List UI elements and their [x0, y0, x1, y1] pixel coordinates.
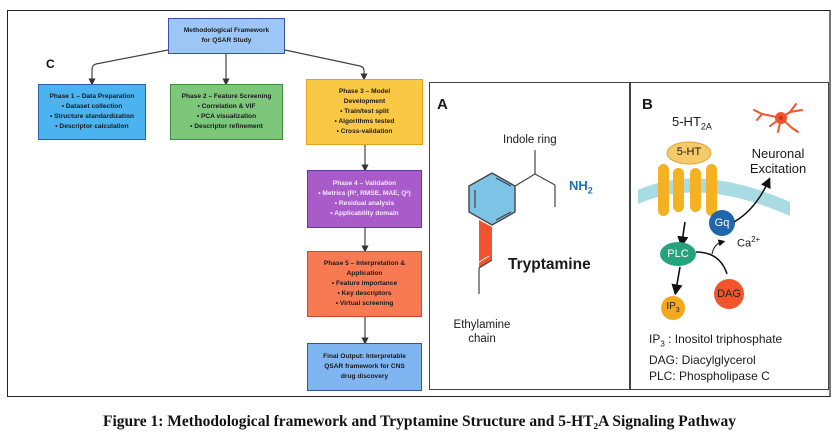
figure-frame — [7, 10, 831, 397]
ip3-subscript: 3 — [675, 307, 680, 314]
output-label-line: Excitation — [749, 161, 807, 176]
legend-text: : Inositol triphosphate — [664, 332, 783, 346]
indole-ring-icon — [468, 172, 516, 226]
legend-key-sub: 3 — [660, 339, 665, 349]
receptor-helix — [673, 168, 684, 212]
amine-subscript: 2 — [587, 185, 593, 196]
final-output-line: drug discovery — [340, 373, 389, 380]
framework-title-box: Methodological Framework for QSAR Study — [168, 18, 285, 54]
phase-2-item: • PCA visualization — [196, 113, 257, 120]
ip3-icon — [661, 296, 685, 320]
phase-5-item: • Key descriptors — [337, 290, 392, 297]
receptor-text: 5-HT — [672, 114, 701, 129]
legend-item-plc: PLC: Phospholipase C — [649, 368, 782, 384]
phase-4-box: Phase 4 – Validation • Metrics (R², RMSE… — [307, 170, 422, 228]
framework-title-line: for QSAR Study — [201, 37, 252, 44]
receptor-helix — [658, 164, 669, 216]
phase-2-box: Phase 2 – Feature Screening • Correlatio… — [170, 84, 283, 140]
phase-2-title: Phase 2 – Feature Screening — [181, 93, 272, 100]
phase-3-title: Phase 3 – Model — [338, 88, 391, 95]
ip3-text: IP — [666, 301, 676, 312]
phase-5-title: Phase 5 – Interpretation & — [323, 260, 406, 267]
dag-label: DAG — [717, 288, 741, 300]
tryptamine-structure — [468, 150, 556, 294]
panel-c-label: C — [46, 57, 55, 71]
phase-5-title: Application — [346, 270, 383, 277]
plc-label: PLC — [667, 248, 689, 260]
amine-text: NH — [569, 178, 588, 193]
phase-3-box: Phase 3 – Model Development • Train/test… — [306, 79, 423, 145]
phase-3-item: • Train/test split — [340, 108, 389, 115]
arrow-receptor-to-plc — [677, 221, 689, 248]
gq-label: Gq — [714, 217, 730, 229]
neuronal-excitation-label: Neuronal Excitation — [745, 146, 811, 176]
signaling-pathway-diagram — [638, 103, 803, 320]
legend-text: : Phospholipase C — [672, 369, 770, 384]
final-output-line: Final Output: Interpretable — [323, 353, 406, 360]
calcium-label: Ca2+ — [737, 235, 760, 250]
abbreviation-legend: IP3 : Inositol triphosphate DAG: Diacylg… — [649, 331, 782, 384]
arrow-gq-to-excitation — [733, 177, 771, 223]
figure-caption: Figure 1: Methodological framework and T… — [103, 413, 736, 430]
compound-name: Tryptamine — [508, 256, 591, 273]
framework-title-line: Methodological Framework — [183, 27, 270, 34]
phase-5-item: • Virtual screening — [335, 300, 394, 307]
arrow-plc-to-ip3 — [671, 266, 683, 296]
receptor-label: 5-HT2A — [672, 114, 712, 132]
legend-item-dag: DAG: Diacylglycerol — [649, 352, 782, 368]
chain-label-line: chain — [468, 333, 496, 345]
phase-4-item: • Metrics (R², RMSE, MAE, Q²) — [318, 190, 411, 197]
legend-item-ip3: IP3 : Inositol triphosphate — [649, 331, 782, 352]
phase-5-item: • Feature importance — [331, 280, 398, 287]
indole-ring-label: Indole ring — [503, 134, 557, 146]
legend-key: IP — [649, 332, 661, 346]
gq-protein-icon — [709, 210, 735, 236]
chain-label-line: Ethylamine — [453, 319, 511, 331]
phase-1-item: • Descriptor calculation — [55, 123, 129, 130]
ip3-label: IP3 — [664, 301, 682, 314]
calcium-text: Ca — [737, 237, 752, 250]
phase-5-box: Phase 5 – Interpretation & Application •… — [307, 251, 422, 317]
ethylamine-chain-label: Ethylamine chain — [446, 318, 518, 346]
legend-text: : Diacylglycerol — [675, 353, 756, 368]
phase-2-item: • Descriptor refinement — [190, 123, 263, 130]
phase-1-title: Phase 1 – Data Preparation — [49, 93, 135, 100]
legend-key: PLC — [649, 369, 673, 384]
phase-1-item: • Dataset collection — [61, 103, 123, 110]
serotonin-ligand-icon — [666, 141, 712, 165]
receptor-helix — [690, 168, 701, 212]
ligand-label: 5-HT — [676, 146, 702, 158]
phase-1-box: Phase 1 – Data Preparation • Dataset col… — [38, 84, 146, 140]
phase-4-title: Phase 4 – Validation — [332, 180, 397, 187]
output-label-line: Neuronal — [751, 146, 805, 161]
final-output-line: QSAR framework for CNS — [324, 363, 405, 370]
receptor-helix — [706, 164, 717, 216]
dag-icon — [714, 279, 744, 309]
phase-2-item: • Correlation & VIF — [197, 103, 256, 110]
phase-3-item: • Algorithms tested — [334, 118, 395, 125]
legend-key: DAG — [649, 353, 676, 368]
panel-b-label: B — [642, 96, 653, 113]
phase-1-item: • Structure standardization — [49, 113, 134, 120]
arrow-to-calcium — [711, 239, 726, 255]
plc-enzyme-icon — [660, 242, 696, 266]
panel-divider — [629, 82, 631, 390]
calcium-superscript: 2+ — [751, 235, 761, 244]
phase-3-title: Development — [343, 98, 386, 105]
phase-3-item: • Cross-validation — [336, 128, 393, 135]
panel-a-label: A — [437, 96, 448, 113]
amine-group-label: NH2 — [569, 178, 593, 196]
link-plc-to-dag — [695, 251, 728, 275]
final-output-box: Final Output: Interpretable QSAR framewo… — [307, 343, 422, 391]
phase-4-item: • Residual analysis — [334, 200, 395, 207]
phase-4-item: • Applicability domain — [330, 210, 399, 217]
receptor-subscript: 2A — [700, 121, 712, 132]
